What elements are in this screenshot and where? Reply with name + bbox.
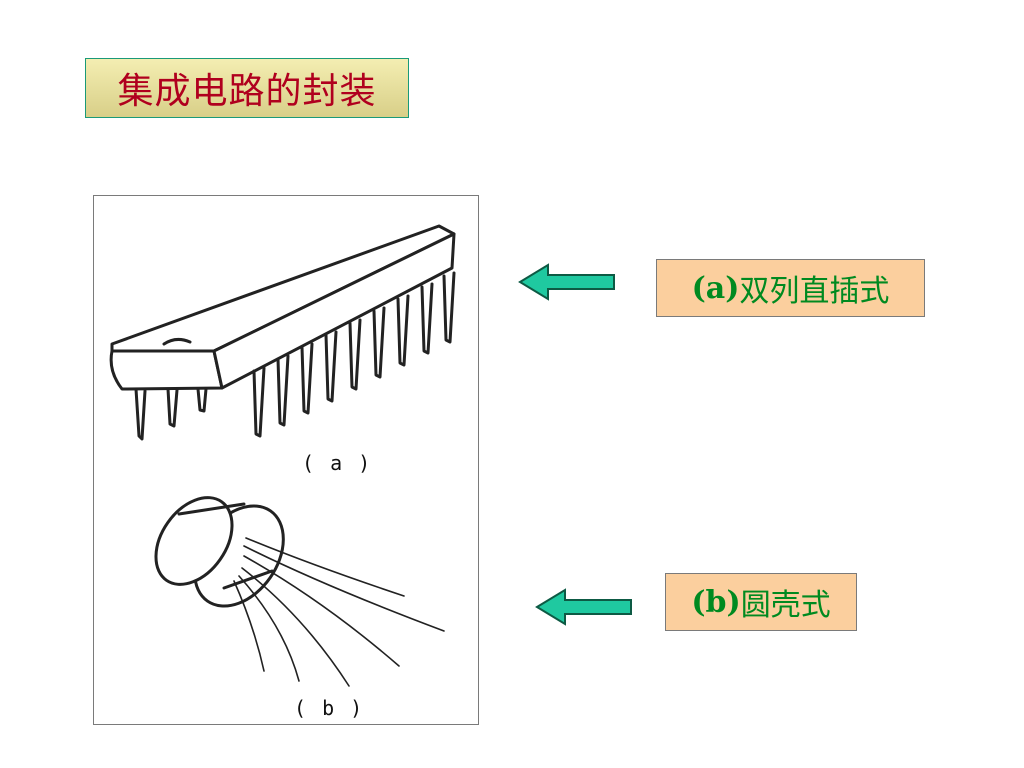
can-package-drawing bbox=[154, 496, 445, 687]
label-can-tag: (b) bbox=[691, 584, 741, 620]
label-can-text: 圆壳式 bbox=[740, 588, 831, 623]
left-arrow-icon bbox=[518, 263, 615, 301]
slide-title-box: 集成电路的封装 bbox=[85, 58, 409, 118]
label-dip-text: 双列直插式 bbox=[739, 274, 890, 309]
label-dip-tag: (a) bbox=[691, 270, 740, 306]
label-can: (b)圆壳式 bbox=[665, 573, 857, 631]
figure-label-b: ( b ) bbox=[294, 696, 365, 720]
package-drawing bbox=[109, 224, 456, 687]
left-arrow-icon bbox=[535, 588, 632, 626]
package-figure: ( a ) ( b ) bbox=[93, 195, 479, 725]
slide-title: 集成电路的封装 bbox=[117, 71, 377, 112]
label-dip: (a)双列直插式 bbox=[656, 259, 925, 317]
figure-label-a: ( a ) bbox=[302, 451, 373, 475]
dip-chip-drawing bbox=[109, 224, 456, 441]
